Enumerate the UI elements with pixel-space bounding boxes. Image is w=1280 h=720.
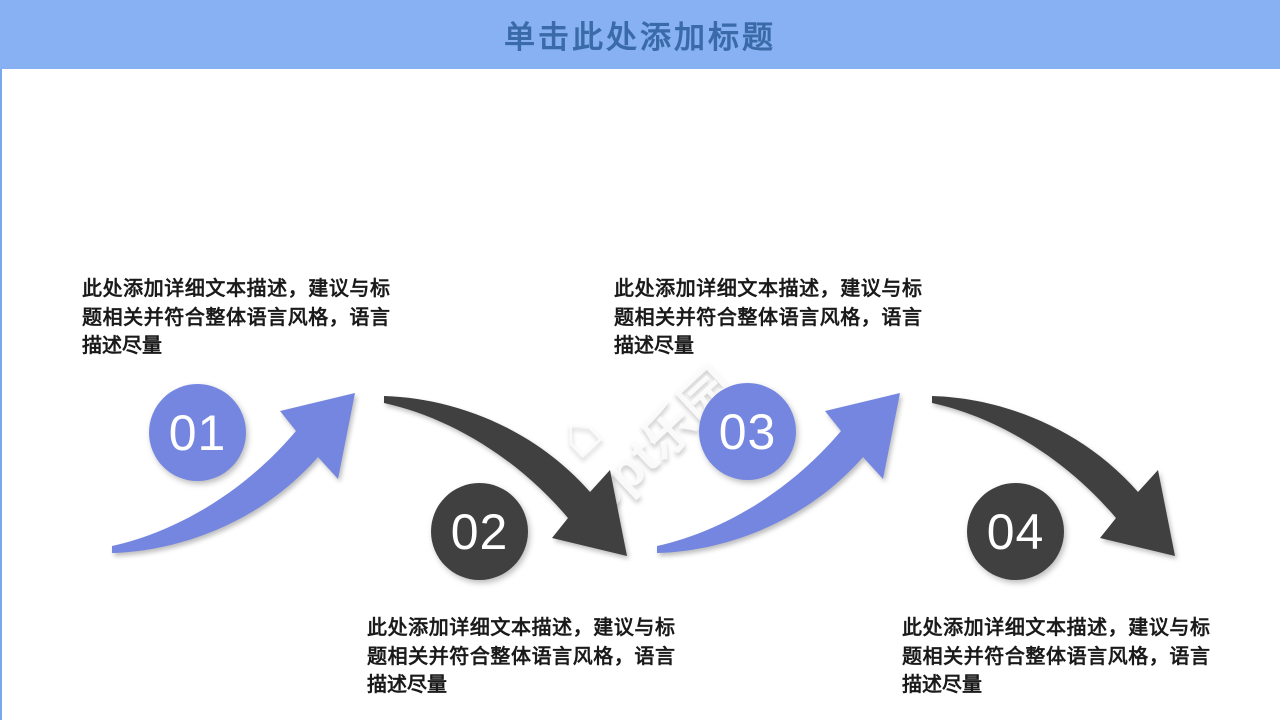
step-04-number-badge: 04: [967, 483, 1064, 580]
step-01-number-badge: 01: [149, 384, 246, 481]
slide-body: ⌂ ppt乐园 此处添加详细文本描述，建议与标题相关并符合整体语言风格，语言描述…: [0, 69, 1280, 720]
step-02-number-badge: 02: [431, 483, 528, 580]
step-03-number-badge: 03: [699, 383, 796, 480]
step-04-description: 此处添加详细文本描述，建议与标题相关并符合整体语言风格，语言描述尽量: [902, 617, 1210, 696]
step-03-number: 03: [718, 403, 777, 460]
step-03-description: 此处添加详细文本描述，建议与标题相关并符合整体语言风格，语言描述尽量: [614, 278, 922, 357]
step-01-description: 此处添加详细文本描述，建议与标题相关并符合整体语言风格，语言描述尽量: [82, 278, 390, 357]
step-01-number: 01: [168, 404, 227, 461]
slide-header: 单击此处添加标题: [0, 0, 1280, 69]
slide-title: 单击此处添加标题: [504, 20, 776, 55]
step-02-number: 02: [450, 503, 509, 560]
step-02-description: 此处添加详细文本描述，建议与标题相关并符合整体语言风格，语言描述尽量: [367, 617, 675, 696]
step-04-number: 04: [986, 503, 1045, 560]
